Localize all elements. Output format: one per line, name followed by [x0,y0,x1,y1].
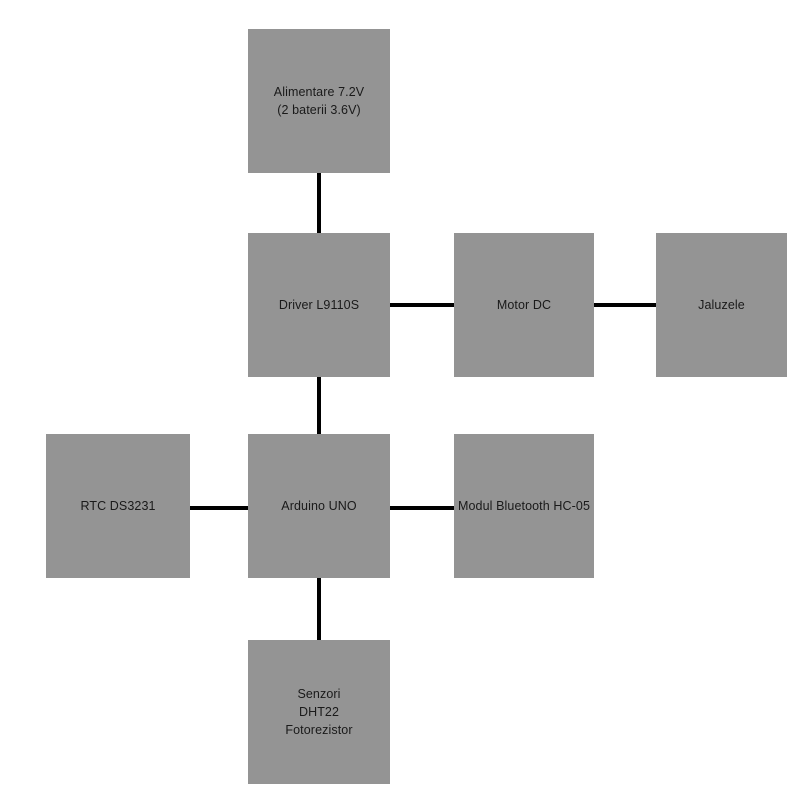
sensors-node-label-line: Senzori [297,686,341,701]
driver-node[interactable]: Driver L9110S [248,233,390,377]
arduino-node[interactable]: Arduino UNO [248,434,390,578]
rtc-node[interactable]: RTC DS3231 [46,434,190,578]
power-supply-node-label-line: (2 baterii 3.6V) [277,103,361,117]
sensors-node-label-line: Fotorezistor [285,723,353,738]
blinds-node-label: Jaluzele [698,296,745,314]
connector-rtc-to-arduino [190,506,248,510]
connector-arduino-to-sensors [317,578,321,640]
bluetooth-node-label: Modul Bluetooth HC-05 [458,497,590,515]
motor-node-label-line: Motor DC [496,297,552,312]
connector-driver-to-motor [390,303,454,307]
sensors-node-label-line: DHT22 [298,704,340,719]
blinds-node-label-line: Jaluzele [698,297,745,312]
bluetooth-node[interactable]: Modul Bluetooth HC-05 [454,434,594,578]
power-supply-node-label: Alimentare 7.2V (2 baterii 3.6V) [274,83,364,119]
rtc-node-label: RTC DS3231 [80,497,155,515]
connector-power-to-driver [317,173,321,233]
driver-node-label: Driver L9110S [279,296,359,314]
arduino-node-label: Arduino UNO [281,497,356,515]
connector-driver-to-arduino [317,377,321,434]
power-supply-node-label-line: Alimentare 7.2V [273,84,365,99]
power-supply-node[interactable]: Alimentare 7.2V (2 baterii 3.6V) [248,29,390,173]
motor-node-label: Motor DC [497,296,551,314]
bluetooth-node-label-line: Modul Bluetooth HC-05 [457,498,591,513]
arduino-node-label-line: Arduino UNO [281,498,357,513]
connector-motor-to-blinds [594,303,656,307]
driver-node-label-line: Driver L9110S [278,297,360,312]
blinds-node[interactable]: Jaluzele [656,233,787,377]
rtc-node-label-line: RTC DS3231 [80,498,156,513]
connector-arduino-to-bluetooth [390,506,454,510]
motor-node[interactable]: Motor DC [454,233,594,377]
